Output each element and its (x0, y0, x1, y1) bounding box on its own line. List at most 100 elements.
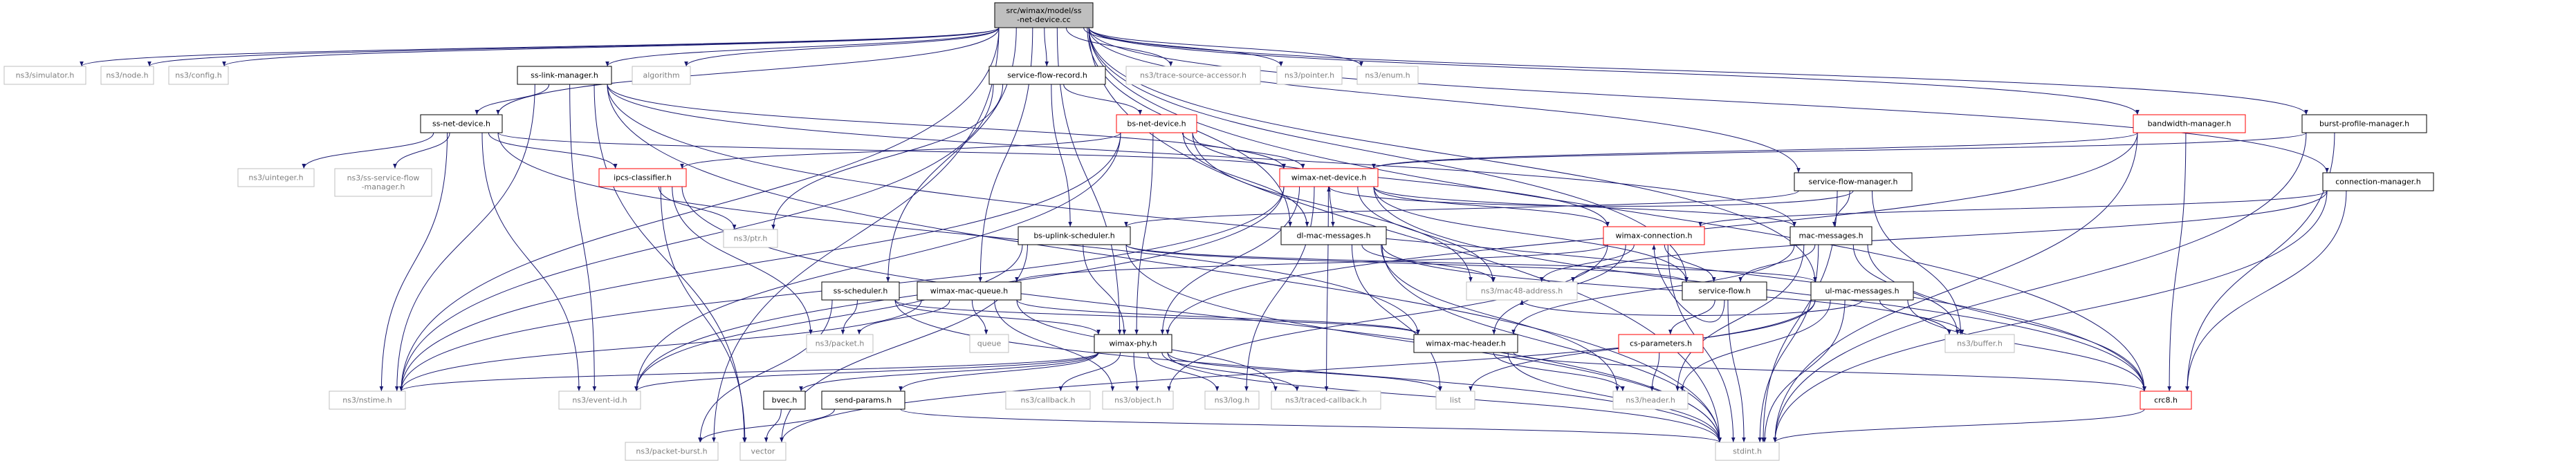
edge-wimax-mac-queue-to-wimax-mac-header (1016, 299, 1420, 335)
edge-wimax-net-device-to-mac-messages (1373, 186, 1796, 227)
edge-root-to-stdint (1088, 27, 1722, 443)
edge-root-to-service-flow-manager (1088, 27, 1801, 173)
edge-bs-net-device-to-nstime (399, 132, 1121, 392)
node-dl-mac-messages[interactable]: dl-mac-messages.h (1280, 226, 1387, 245)
edge-wimax-net-device-to-mac48-address (1357, 186, 1495, 283)
edge-ss-link-manager-to-wimax-net-device (607, 84, 1286, 169)
node-ipcs-classifier[interactable]: ipcs-classifier.h (598, 168, 687, 187)
edge-service-flow-record-to-nstime (399, 84, 994, 392)
node-label: wimax-net-device.h (1291, 173, 1367, 182)
node-header: ns3/header.h (1612, 391, 1689, 410)
node-bandwidth-manager[interactable]: bandwidth-manager.h (2133, 114, 2246, 133)
node-label: ns3/node.h (106, 71, 148, 80)
node-label: stdint.h (1733, 447, 1762, 456)
node-box (1116, 114, 1197, 133)
node-simulator: ns3/simulator.h (3, 66, 86, 85)
node-label: ss-link-manager.h (531, 71, 598, 80)
node-service-flow-record[interactable]: service-flow-record.h (988, 66, 1106, 85)
node-box (632, 66, 691, 85)
node-wimax-net-device[interactable]: wimax-net-device.h (1279, 168, 1379, 187)
node-mac-messages[interactable]: mac-messages.h (1790, 226, 1873, 245)
node-box (739, 442, 786, 461)
node-ss-net-device[interactable]: ss-net-device.h (420, 114, 503, 133)
edge-mac-messages-to-header (1675, 244, 1805, 392)
edge-layer (80, 27, 2347, 443)
edge-ss-net-device-to-event-id (481, 132, 581, 392)
node-box (1790, 226, 1873, 245)
node-ss-scheduler[interactable]: ss-scheduler.h (821, 281, 900, 301)
edge-root-to-burst-profile-manager (1088, 27, 2308, 115)
node-wimax-connection[interactable]: wimax-connection.h (1603, 226, 1705, 245)
node-box (237, 168, 315, 187)
node-root[interactable]: src/wimax/model/ss-net-device.cc (994, 2, 1094, 28)
node-bs-uplink-scheduler[interactable]: bs-uplink-scheduler.h (1018, 226, 1131, 245)
node-service-flow[interactable]: service-flow.h (1682, 281, 1767, 301)
node-cs-parameters[interactable]: cs-parameters.h (1618, 334, 1704, 353)
node-label: bvec.h (772, 396, 798, 405)
node-packet-burst: ns3/packet-burst.h (625, 442, 719, 461)
node-box (1094, 334, 1172, 353)
edge-connection-manager-to-stdint (1773, 190, 2328, 443)
node-crc8[interactable]: crc8.h (2140, 391, 2192, 410)
node-wimax-phy[interactable]: wimax-phy.h (1094, 334, 1172, 353)
node-ss-service-flow-manager: ns3/ss-service-flow-manager.h (334, 168, 432, 197)
edge-ss-link-manager-to-nstime (394, 84, 535, 392)
node-ul-mac-messages[interactable]: ul-mac-messages.h (1810, 281, 1914, 301)
node-label: ns3/config.h (175, 71, 222, 80)
node-enum: ns3/enum.h (1356, 66, 1419, 85)
node-label: ipcs-classifier.h (614, 173, 672, 182)
edge-wimax-connection-to-wimax-mac-queue (1015, 244, 1608, 283)
edge-wimax-phy-to-event-id (634, 352, 1099, 392)
node-label: wimax-mac-queue.h (930, 287, 1008, 296)
edge-bs-net-device-to-wimax-connection (1192, 132, 1610, 227)
node-label: bs-net-device.h (1127, 120, 1186, 129)
node-box (1944, 334, 2015, 353)
edge-root-to-bandwidth-manager (1088, 27, 2140, 115)
edge-ss-net-device-to-wimax-net-device (497, 132, 1286, 169)
node-box (969, 334, 1009, 353)
node-queue: queue (969, 334, 1009, 353)
edge-mac-messages-to-crc8 (1867, 244, 2146, 392)
node-bvec[interactable]: bvec.h (763, 391, 806, 410)
node-box (2322, 172, 2434, 191)
edge-crc8-to-stdint (1773, 408, 2145, 443)
node-label: ns3/nstime.h (342, 396, 392, 405)
edge-wimax-phy-to-bvec (799, 352, 1099, 392)
edge-bandwidth-manager-to-stdint (1773, 132, 2138, 443)
node-wimax-mac-queue[interactable]: wimax-mac-queue.h (917, 281, 1022, 301)
edge-service-flow-to-cs-parameters (1668, 299, 1715, 335)
node-ptr: ns3/ptr.h (723, 229, 778, 248)
node-send-params[interactable]: send-params.h (821, 391, 905, 410)
node-bs-net-device[interactable]: bs-net-device.h (1116, 114, 1197, 133)
node-label: ss-net-device.h (432, 120, 490, 129)
node-box (1682, 281, 1767, 301)
node-ss-link-manager[interactable]: ss-link-manager.h (517, 66, 612, 85)
edge-wimax-net-device-to-dl-mac-messages (1329, 186, 1335, 227)
node-label: queue (977, 339, 1002, 348)
node-label: -net-device.cc (1017, 15, 1071, 24)
node-log: ns3/log.h (1204, 391, 1260, 410)
node-box (168, 66, 229, 85)
edge-ss-net-device-to-ipcs-classifier (488, 132, 618, 169)
edge-wimax-phy-to-send-params (899, 352, 1099, 392)
node-connection-manager[interactable]: connection-manager.h (2322, 172, 2434, 191)
node-box (517, 66, 612, 85)
node-layer: src/wimax/model/ss-net-device.cc ns3/simu… (3, 2, 2434, 461)
edge-root-to-ss-net-device (496, 27, 1000, 115)
edge-wimax-net-device-to-wimax-phy (1160, 186, 1300, 335)
edge-ss-net-device-to-uinteger (302, 132, 434, 169)
edge-dl-mac-messages-to-mac48-address (1361, 244, 1496, 283)
edge-bs-net-device-to-event-id (634, 132, 1121, 392)
node-label: ns3/callback.h (1021, 396, 1076, 405)
node-label: burst-profile-manager.h (2319, 120, 2409, 129)
node-label: mac-messages.h (1798, 232, 1863, 241)
edge-wimax-mac-header-to-crc8 (1513, 352, 2146, 392)
node-wimax-mac-header[interactable]: wimax-mac-header.h (1413, 334, 1518, 353)
node-box (2140, 391, 2192, 410)
node-label: wimax-connection.h (1615, 232, 1692, 241)
node-burst-profile-manager[interactable]: burst-profile-manager.h (2301, 114, 2427, 133)
node-service-flow-manager[interactable]: service-flow-manager.h (1794, 172, 1913, 191)
edge-bvec-to-vector (764, 408, 782, 443)
node-label: service-flow-record.h (1007, 71, 1087, 80)
edge-service-flow-record-to-bs-net-device (1063, 84, 1143, 115)
